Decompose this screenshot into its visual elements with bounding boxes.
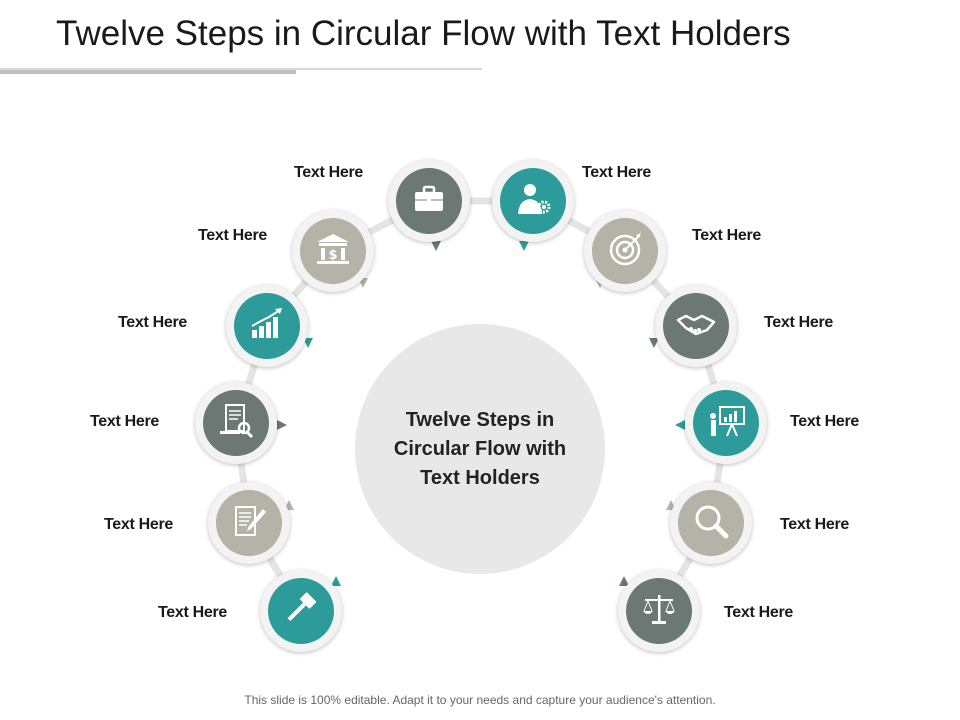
step-10-label: Text Here [790,413,860,430]
step-8-disc [592,218,658,284]
step-2-node: $ [292,210,374,292]
step-7-node [492,160,574,242]
step-12-label: Text Here [724,604,794,621]
step-6-label: Text Here [158,604,228,621]
step-4-disc [203,390,269,456]
step-8-node [584,210,666,292]
step-3-label: Text Here [118,314,188,331]
step-6-pointer [331,576,341,586]
step-4-label: Text Here [90,413,160,430]
step-11-node [670,482,752,564]
step-6-disc [268,578,334,644]
step-1-node [388,160,470,242]
bank-icon: $ [311,227,355,276]
step-11-disc [678,490,744,556]
step-10-disc [693,390,759,456]
step-3-pointer [303,338,313,348]
step-9-node [655,285,737,367]
target-icon [603,227,647,276]
step-3-disc [234,293,300,359]
step-12-node [618,570,700,652]
step-5-node [208,482,290,564]
title-rule-light [0,68,482,70]
briefcase-icon [407,177,451,226]
step-12-pointer [619,576,629,586]
svg-text:$: $ [328,248,337,263]
step-8-label: Text Here [692,227,762,244]
step-6-node [260,570,342,652]
step-9-disc [663,293,729,359]
document-search-icon [214,399,258,448]
step-7-disc [500,168,566,234]
step-3-node [226,285,308,367]
businessman-gear-icon [511,177,555,226]
step-5-label: Text Here [104,516,174,533]
center-text: Twelve Steps in Circular Flow with Text … [393,408,567,489]
step-9-pointer [649,338,659,348]
step-4-node [195,382,277,464]
step-7-label: Text Here [582,164,652,181]
step-2-label: Text Here [198,227,268,244]
step-11-label: Text Here [780,516,850,533]
step-12-disc [626,578,692,644]
step-4-pointer [277,420,287,430]
step-7-pointer [519,241,529,251]
title-rule-dark [0,70,296,74]
magnifier-icon [689,499,733,548]
handshake-icon [674,302,718,351]
step-10-pointer [675,420,685,430]
slide-title: Twelve Steps in Circular Flow with Text … [56,14,791,53]
step-1-label: Text Here [294,164,364,181]
step-1-pointer [431,241,441,251]
presentation-icon [704,399,748,448]
center-circle: Twelve Steps in Circular Flow with Text … [355,324,605,574]
step-10-node [685,382,767,464]
step-2-disc: $ [300,218,366,284]
growth-chart-icon [245,302,289,351]
step-5-disc [216,490,282,556]
step-9-label: Text Here [764,314,834,331]
document-pen-icon [227,499,271,548]
gavel-icon [279,587,323,636]
step-1-disc [396,168,462,234]
scales-icon [637,587,681,636]
footer-note: This slide is 100% editable. Adapt it to… [244,693,716,707]
